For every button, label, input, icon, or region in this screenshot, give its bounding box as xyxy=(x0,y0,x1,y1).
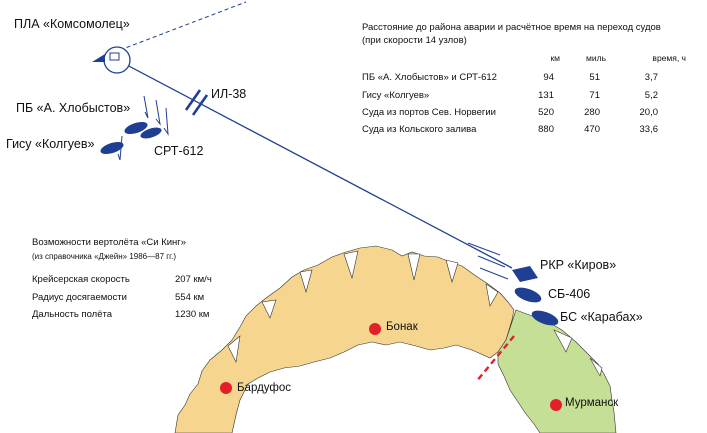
helicopter-value: 554 км xyxy=(175,292,205,303)
label-murmansk: Мурманск xyxy=(565,397,619,409)
label-srt: СРТ-612 xyxy=(154,144,204,158)
helicopter-title: Возможности вертолёта «Си Кинг» xyxy=(32,237,187,248)
label-il38: ИЛ-38 xyxy=(211,87,247,101)
table-row: ПБ «А. Хлобыстов» и СРТ-612 94 51 3,7 xyxy=(362,72,658,83)
label-gisu: Гису «Колгуев» xyxy=(6,137,95,151)
header-time: время, ч xyxy=(652,53,686,63)
ship-sb406-icon xyxy=(514,287,542,303)
label-sb406: СБ-406 xyxy=(548,287,591,301)
list-item: Крейсерская скорость xyxy=(32,274,130,285)
helicopter-subtitle: (из справочника «Джейн» 1986—87 гг.) xyxy=(32,252,176,261)
distance-table-title: Расстояние до района аварии и расчётное … xyxy=(362,22,661,33)
helicopter-info: Возможности вертолёта «Си Кинг» (из спра… xyxy=(32,237,232,327)
russia-land xyxy=(497,309,617,433)
list-item: Дальность полёта xyxy=(32,309,113,320)
norway-land xyxy=(174,245,515,433)
header-miles: миль xyxy=(586,53,606,63)
distance-table-header: км миль время, ч xyxy=(362,53,702,65)
distance-table-subtitle: (при скорости 14 узлов) xyxy=(362,35,467,46)
helicopter-value: 207 км/ч xyxy=(175,274,212,285)
label-bardufos: Бардуфос xyxy=(237,382,292,394)
il38-aircraft-icon xyxy=(184,89,209,116)
ship-kirov-icon xyxy=(512,266,538,282)
label-submarine: ПЛА «Комсомолец» xyxy=(14,17,130,31)
label-karabakh: БС «Карабах» xyxy=(560,310,643,324)
city-bardufos-marker xyxy=(220,382,232,394)
ships-group-icon xyxy=(512,266,559,326)
city-bonak-marker xyxy=(369,323,381,335)
helicopter-value: 1230 км xyxy=(175,309,210,320)
table-row: Гису «Колгуев» 131 71 5,2 xyxy=(362,90,658,101)
list-item: Радиус досягаемости xyxy=(32,292,127,303)
table-row: Суда из портов Сев. Норвегии 520 280 20,… xyxy=(362,107,658,118)
label-pb: ПБ «А. Хлобыстов» xyxy=(16,101,131,115)
city-murmansk-marker xyxy=(550,399,562,411)
ships-near-sub-icon xyxy=(100,121,162,155)
label-kirov: РКР «Киров» xyxy=(540,258,617,272)
dashed-route xyxy=(119,1,247,51)
header-km: км xyxy=(550,53,560,63)
label-bonak: Бонак xyxy=(386,321,418,333)
ship-karabakh-icon xyxy=(531,310,559,326)
table-row: Суда из Кольского залива 880 470 33,6 xyxy=(362,124,658,135)
distance-table: Расстояние до района аварии и расчётное … xyxy=(362,22,702,142)
il38-route xyxy=(124,63,513,269)
